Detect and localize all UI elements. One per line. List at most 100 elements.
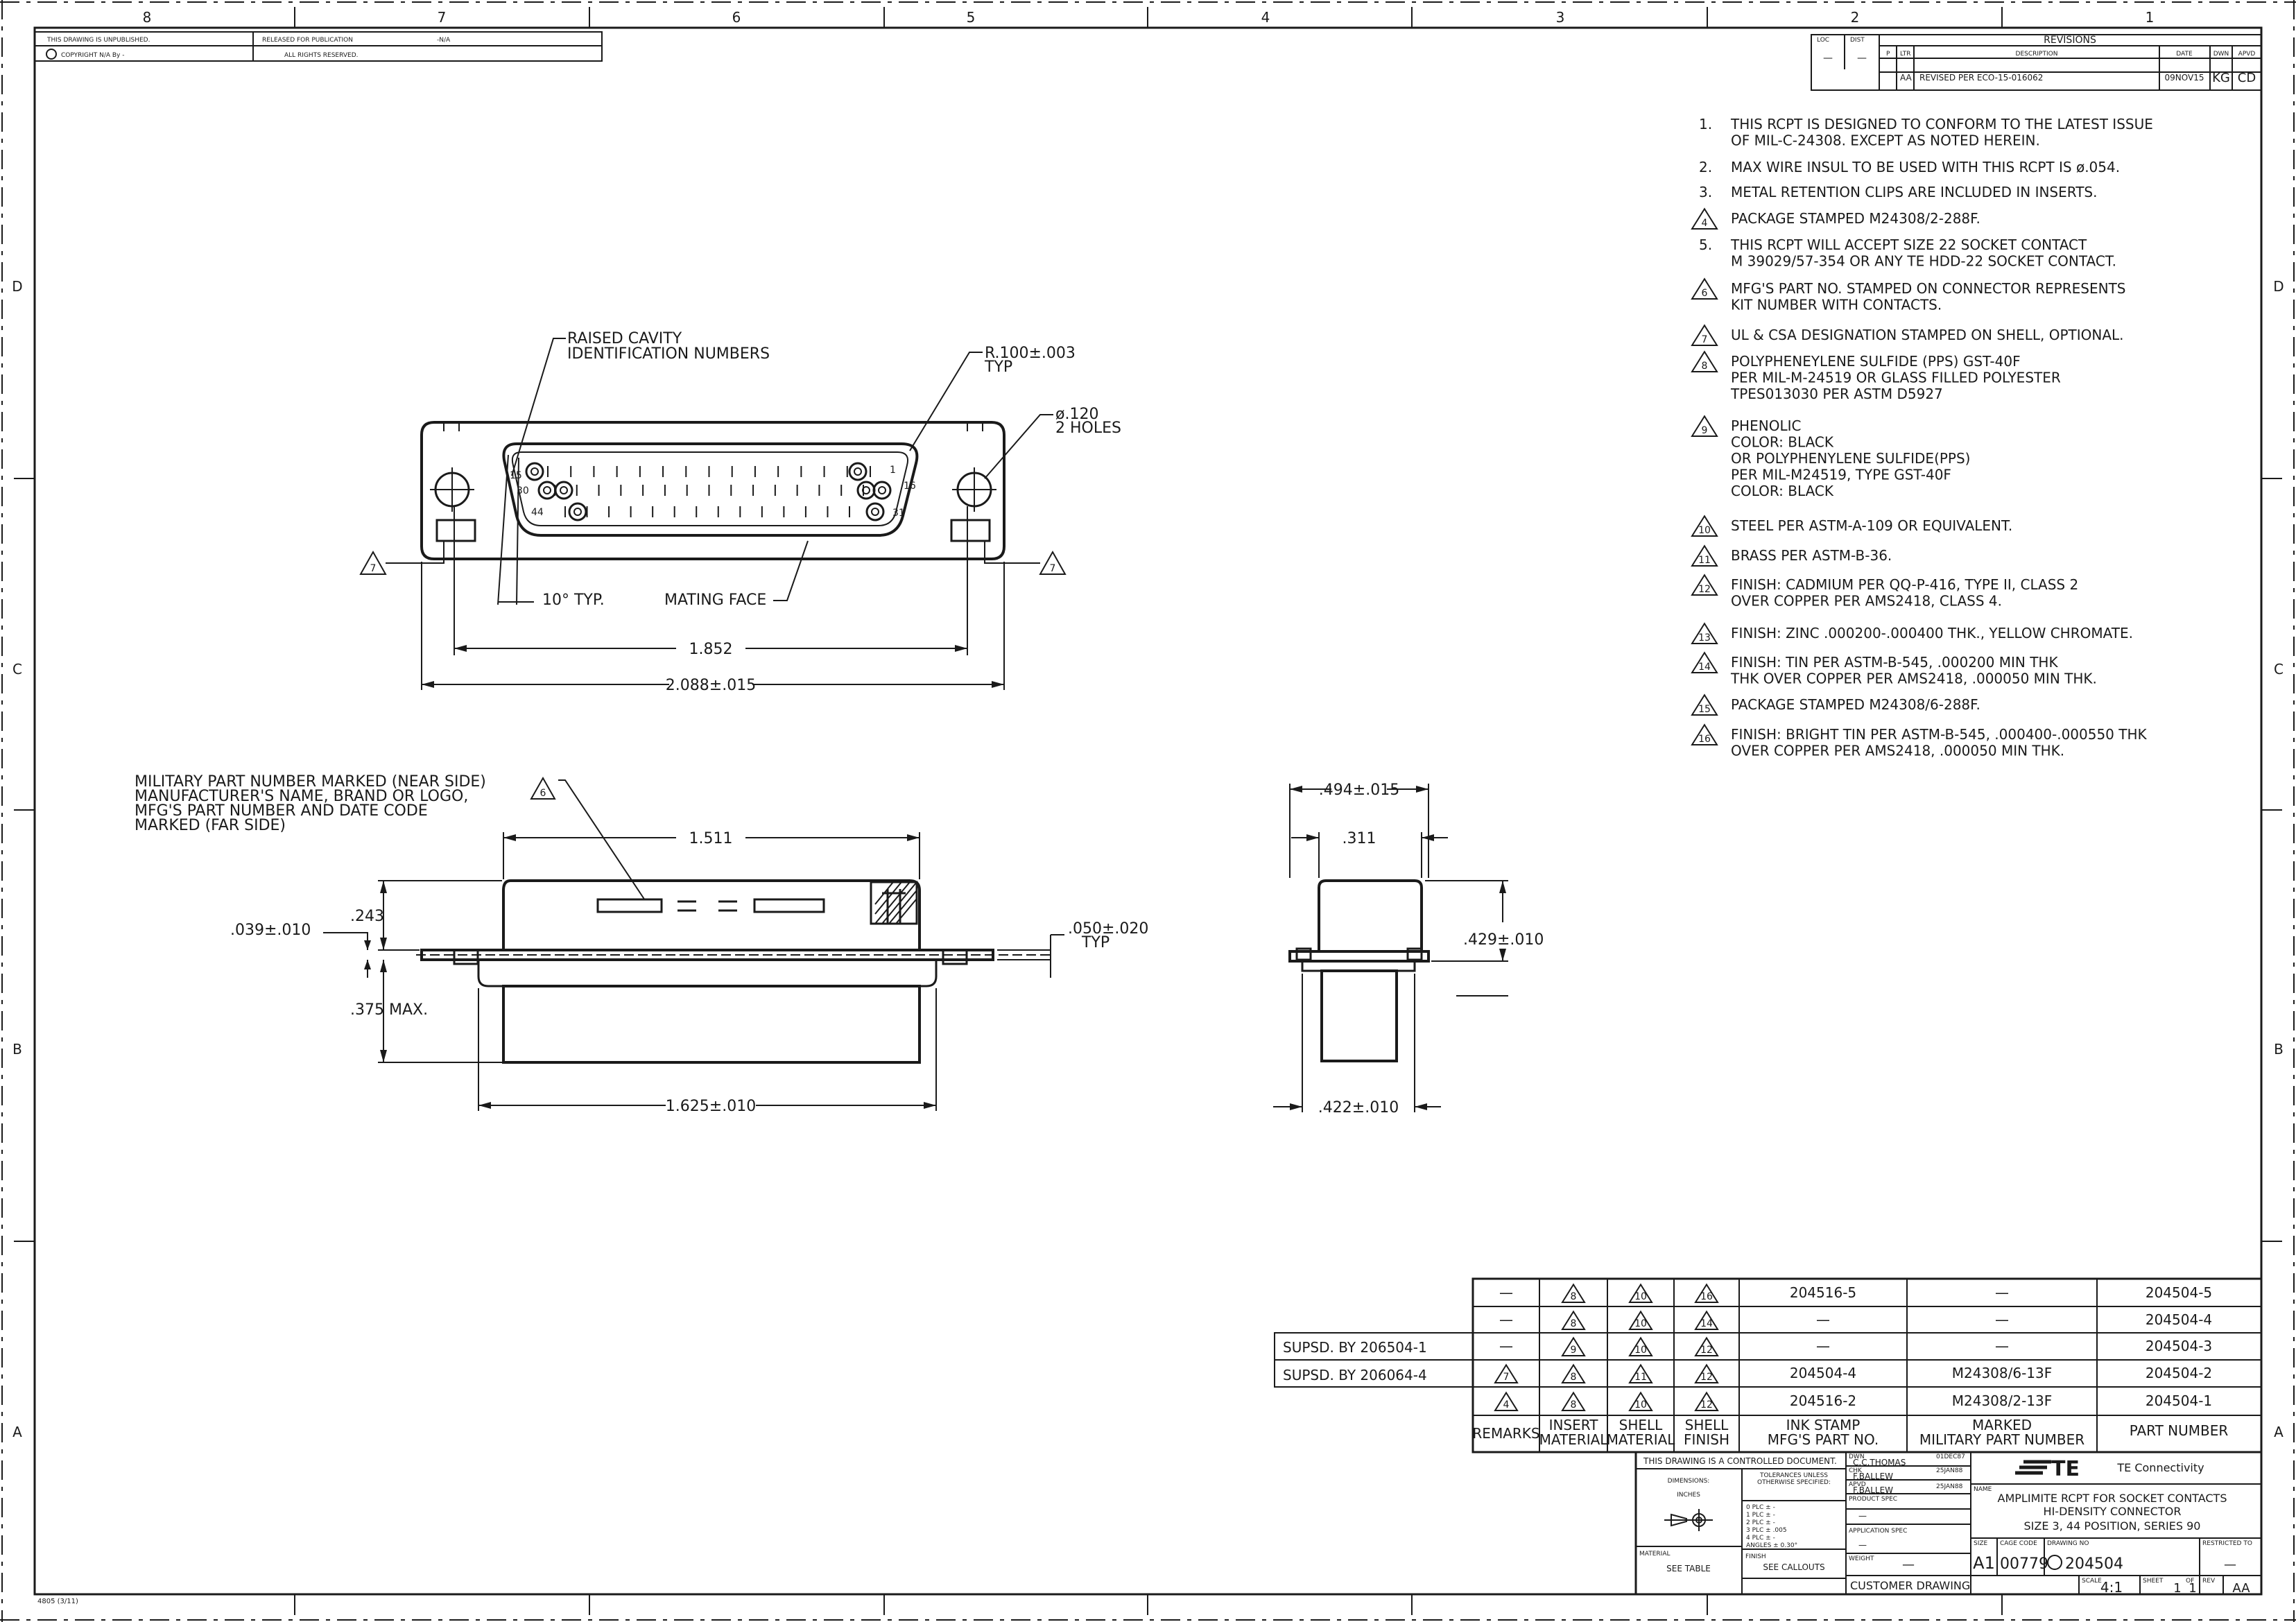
- copyright-text: COPYRIGHT N/A By -: [61, 52, 125, 59]
- flag-number: 4: [1503, 1399, 1510, 1410]
- flag-number: 10: [1634, 1291, 1647, 1302]
- cell-part-number: 204504-3: [2146, 1338, 2212, 1354]
- cage-value: 00779: [2000, 1555, 2048, 1573]
- zone-row-label: B: [2274, 1041, 2284, 1058]
- flag-note-marker: 16: [1691, 723, 1718, 745]
- d-shell: [502, 442, 919, 537]
- flag-number: 8: [1571, 1372, 1577, 1383]
- of-label: OF: [2186, 1578, 2194, 1585]
- header-mil: MARKED: [1972, 1417, 2032, 1433]
- dim-top: 1.511: [689, 830, 733, 847]
- flange-outline: [420, 421, 1005, 560]
- cell-ink-stamp: 204504-4: [1790, 1365, 1856, 1381]
- header-mil: MILITARY PART NUMBER: [1919, 1431, 2084, 1448]
- holes-callout: 2 HOLES: [1055, 420, 1121, 437]
- dim-050: .050±.020: [1068, 920, 1148, 938]
- cell-part-number: 204504-4: [2146, 1311, 2212, 1328]
- dim-039: .039±.010: [230, 922, 311, 939]
- dim-243: .243: [350, 908, 384, 925]
- zone-col-label: 2: [1851, 9, 1860, 26]
- note-line: FINISH: TIN PER ASTM-B-545, .000200 MIN …: [1731, 654, 2058, 671]
- cell-mil-part: —: [1995, 1284, 2009, 1301]
- cavity-callout: IDENTIFICATION NUMBERS: [567, 345, 770, 363]
- cell-ink-stamp: 204516-2: [1790, 1392, 1856, 1409]
- title-line: HI-DENSITY CONNECTOR: [2044, 1505, 2182, 1518]
- flag-number: 14: [1700, 1318, 1713, 1329]
- tol-line: 3 PLC ± .005: [1746, 1527, 1787, 1534]
- flag-number: 8: [1571, 1291, 1577, 1302]
- supsd-text: SUPSD. BY 206504-1: [1283, 1339, 1427, 1356]
- flag-note-marker: 9: [1691, 415, 1718, 437]
- flag-triangle: [1039, 550, 1067, 575]
- header-part-number: PART NUMBER: [2130, 1422, 2229, 1439]
- zone-col-label: 1: [2146, 9, 2155, 26]
- flag-number: 4: [1702, 218, 1708, 229]
- name-label: NAME: [1974, 1486, 1992, 1493]
- cell-remarks: —: [1499, 1338, 1513, 1354]
- size-label: SIZE: [1974, 1540, 1988, 1547]
- flag-number: 7: [1702, 334, 1708, 345]
- side-view: MILITARY PART NUMBER MARKED (NEAR SIDE) …: [135, 773, 1148, 1115]
- tol-line: 4 PLC ± -: [1746, 1535, 1775, 1542]
- flag-note-marker: 10: [1691, 515, 1718, 537]
- note-line: OVER COPPER PER AMS2418, CLASS 4.: [1731, 593, 2002, 610]
- header-finish: FINISH: [1684, 1431, 1729, 1448]
- released-text: RELEASED FOR PUBLICATION: [262, 37, 353, 44]
- tol-line: 0 PLC ± -: [1746, 1504, 1775, 1511]
- chk-label: CHK: [1849, 1467, 1863, 1474]
- mating-face-label: MATING FACE: [664, 592, 766, 609]
- flag-number: 8: [1571, 1318, 1577, 1329]
- flag-note-marker: 10: [1628, 1283, 1653, 1303]
- front-view: 15 1 16 30 44 31 RAISED CAVITY IDENTIFIC…: [359, 330, 1121, 694]
- material-value: SEE TABLE: [1666, 1564, 1711, 1573]
- pin-label: 31: [892, 508, 905, 519]
- note-line: THIS RCPT WILL ACCEPT SIZE 22 SOCKET CON…: [1730, 236, 2087, 253]
- note-line: MAX WIRE INSUL TO BE USED WITH THIS RCPT…: [1731, 159, 2120, 175]
- zone-row-label: B: [12, 1041, 22, 1058]
- header-insert: INSERT: [1549, 1417, 1599, 1433]
- flag-note-marker: 6: [1691, 277, 1718, 300]
- finish-label: FINISH: [1745, 1553, 1766, 1560]
- tolerances-label: TOLERANCES UNLESS: [1759, 1472, 1828, 1479]
- zone-row-label: C: [12, 661, 22, 678]
- note-line: FINISH: CADMIUM PER QQ-P-416, TYPE II, C…: [1731, 576, 2078, 593]
- material-label: MATERIAL: [1639, 1551, 1671, 1558]
- title-block: THIS DRAWING IS A CONTROLLED DOCUMENT. D…: [1634, 1451, 2263, 1596]
- pin-label: 44: [531, 507, 544, 518]
- note-line: PER MIL-M24519, TYPE GST-40F: [1731, 467, 1951, 483]
- customer-drawing: CUSTOMER DRAWING: [1850, 1579, 1970, 1592]
- header-shell: SHELL: [1619, 1417, 1664, 1433]
- note-line: POLYPHENEYLENE SULFIDE (PPS) GST-40F: [1731, 353, 2021, 370]
- flag-note-marker: 10: [1628, 1391, 1653, 1411]
- note-line: UL & CSA DESIGNATION STAMPED ON SHELL, O…: [1731, 327, 2124, 343]
- dwg-no-value: 204504: [2065, 1555, 2123, 1573]
- zone-row-label: D: [2273, 278, 2284, 295]
- flag-note-marker: 8: [1561, 1310, 1586, 1330]
- cavity-callout: RAISED CAVITY: [567, 330, 682, 347]
- revisions-title: REVISIONS: [2044, 35, 2096, 46]
- rev-dwn-label: DWN: [2213, 51, 2229, 58]
- flag-note-marker: 14: [1694, 1310, 1719, 1330]
- rev-dwn-value: KG: [2212, 71, 2230, 85]
- dim-050: TYP: [1081, 934, 1110, 951]
- note-line: OF MIL-C-24308. EXCEPT AS NOTED HEREIN.: [1731, 132, 2040, 149]
- otherwise-label: OTHERWISE SPECIFIED:: [1757, 1479, 1831, 1486]
- flag-number: 7: [1503, 1372, 1510, 1383]
- note-line: TPES013030 PER ASTM D5927: [1730, 386, 1943, 402]
- flag-note-marker: 13: [1691, 622, 1718, 644]
- flag-number: 7: [1050, 563, 1056, 574]
- zone-col-label: 7: [438, 9, 447, 26]
- scale-value: 4:1: [2100, 1579, 2123, 1596]
- flag-number: 16: [1698, 734, 1711, 745]
- rights-text: ALL RIGHTS RESERVED.: [284, 52, 359, 59]
- restricted-label: RESTRICTED TO: [2202, 1540, 2252, 1547]
- projection-symbol: [1664, 1509, 1713, 1531]
- zone-col-labels: 8 7 6 5 4 3 2 1: [143, 9, 2155, 26]
- rev-loc-label: LOC: [1817, 37, 1829, 44]
- header-ink: INK STAMP: [1786, 1417, 1861, 1433]
- flag-note-marker: 12: [1694, 1363, 1719, 1383]
- flag-number: 8: [1702, 361, 1708, 372]
- company-name: TE Connectivity: [2116, 1461, 2204, 1474]
- zone-row-label: D: [12, 278, 22, 295]
- cell-mil-part: M24308/2-13F: [1952, 1392, 2053, 1409]
